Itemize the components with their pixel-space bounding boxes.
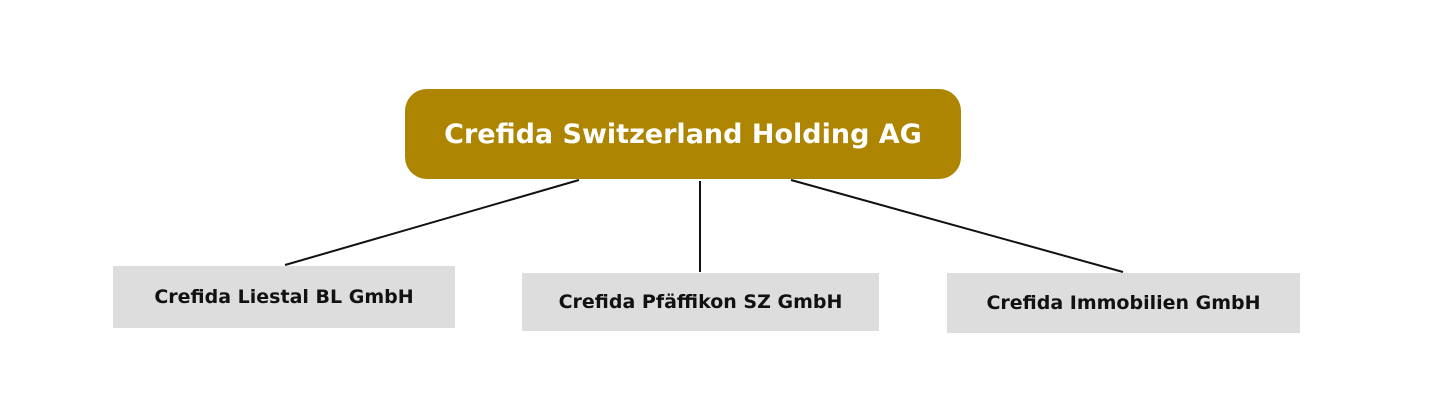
subsidiary-node-liestal: Crefida Liestal BL GmbH — [113, 266, 455, 328]
connector-line-liestal — [284, 179, 580, 266]
holding-company-label: Crefida Switzerland Holding AG — [444, 118, 922, 150]
subsidiary-label-liestal: Crefida Liestal BL GmbH — [154, 286, 414, 308]
subsidiary-node-pfaeffikon: Crefida Pfäffikon SZ GmbH — [522, 273, 879, 331]
holding-company-node: Crefida Switzerland Holding AG — [405, 89, 961, 179]
subsidiary-node-immobilien: Crefida Immobilien GmbH — [947, 273, 1300, 333]
subsidiary-label-immobilien: Crefida Immobilien GmbH — [986, 292, 1261, 314]
connector-line-immobilien — [790, 179, 1124, 273]
subsidiary-label-pfaeffikon: Crefida Pfäffikon SZ GmbH — [558, 291, 843, 313]
